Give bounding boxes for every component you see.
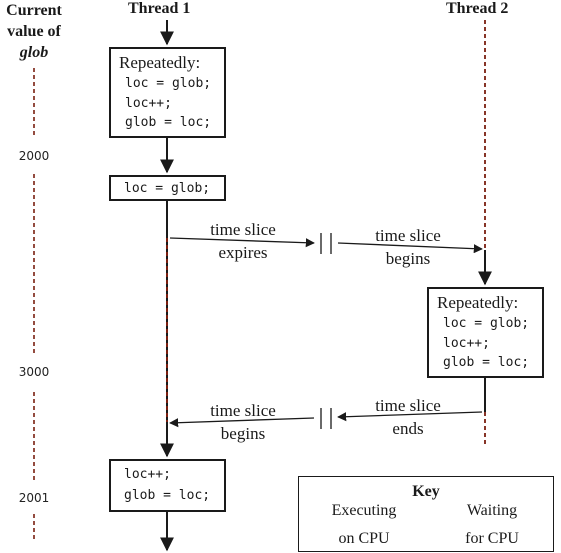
thread2-loop-box: Repeatedly: loc = glob; loc++; glob = lo… <box>427 287 544 378</box>
slice-arrow <box>337 242 483 254</box>
slice-arrow <box>337 411 483 422</box>
code-line: loc = glob; <box>124 181 211 196</box>
code-line: loc = glob; <box>443 316 530 331</box>
event-label-line: time slice <box>210 220 276 239</box>
box-title: Repeatedly: <box>437 293 519 312</box>
slice-arrow <box>169 237 315 248</box>
thread2-header: Thread 2 <box>446 0 509 17</box>
thread1-read-box: loc = glob; <box>109 175 226 201</box>
key-executing-bottom: on CPU <box>338 530 390 547</box>
key-waiting-top: Waiting <box>466 502 518 519</box>
box-title: Repeatedly: <box>119 53 201 72</box>
t1-time-slice-begins-label: time slice begins <box>193 401 293 444</box>
code-line: glob = loc; <box>443 355 530 370</box>
code-line: loc++; <box>125 96 172 111</box>
glob-value: 2001 <box>18 491 50 505</box>
glob-value: 3000 <box>18 365 50 379</box>
slice-arrow <box>169 417 315 428</box>
code-line: loc++; <box>443 336 490 351</box>
event-label-line: ends <box>392 419 424 438</box>
code-line: glob = loc; <box>124 488 211 503</box>
glob-value: 2000 <box>18 149 50 163</box>
key-title: Key <box>412 483 440 500</box>
thread1-write-box: loc++; glob = loc; <box>109 459 226 512</box>
event-label-line: time slice <box>375 396 441 415</box>
thread1-loop-box: Repeatedly: loc = glob; loc++; glob = lo… <box>109 47 226 138</box>
t1-time-slice-expires-label: time slice expires <box>193 220 293 263</box>
event-label-line: begins <box>385 249 431 268</box>
glob-column-header: Current value of glob <box>0 0 68 63</box>
event-label-line: time slice <box>210 401 276 420</box>
key-waiting-bottom: for CPU <box>465 530 519 547</box>
thread1-header: Thread 1 <box>128 0 191 17</box>
event-label-line: begins <box>220 424 266 443</box>
glob-header-line2: value of <box>7 23 61 40</box>
event-label-line: expires <box>218 243 268 262</box>
glob-header-line3: glob <box>19 44 49 61</box>
code-line: loc = glob; <box>125 76 212 91</box>
key-executing-top: Executing <box>331 502 397 519</box>
event-label-line: time slice <box>375 226 441 245</box>
t2-time-slice-begins-label: time slice begins <box>358 226 458 269</box>
key-legend: Key <box>298 476 554 552</box>
code-line: loc++; <box>124 467 171 482</box>
code-line: glob = loc; <box>125 115 212 130</box>
glob-header-line1: Current <box>6 2 62 19</box>
t2-time-slice-ends-label: time slice ends <box>358 396 458 439</box>
